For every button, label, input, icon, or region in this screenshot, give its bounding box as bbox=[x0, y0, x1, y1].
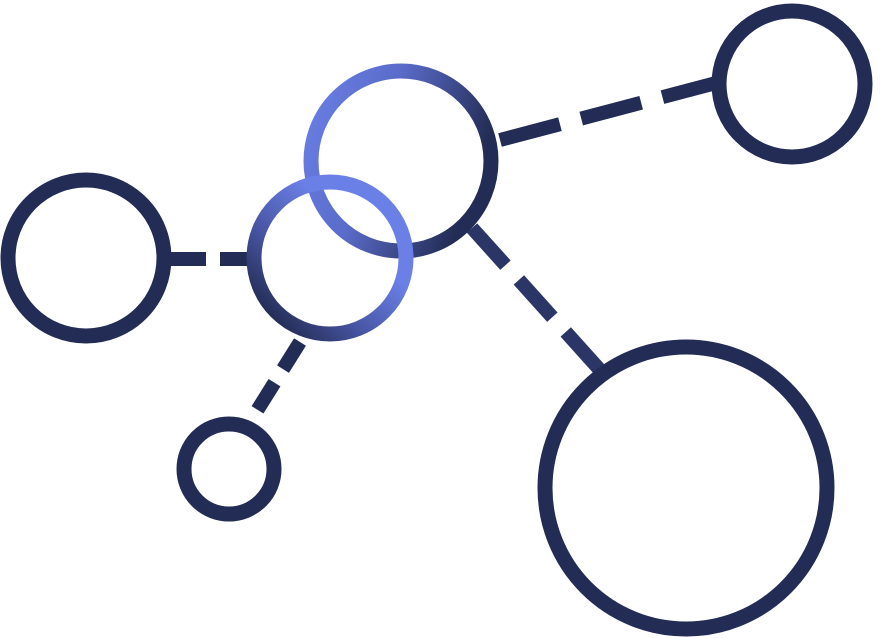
link-hub-top-right bbox=[498, 76, 718, 147]
link-hub-bottom-right bbox=[466, 223, 606, 375]
left-node bbox=[0, 172, 172, 344]
center-node bbox=[246, 174, 414, 342]
nodes-group bbox=[0, 3, 873, 637]
large-bottom-right-node bbox=[537, 339, 835, 637]
links-group bbox=[170, 76, 718, 429]
link-center-small-bottom bbox=[242, 338, 306, 429]
top-right-node bbox=[711, 3, 873, 165]
small-bottom-node bbox=[176, 416, 282, 522]
